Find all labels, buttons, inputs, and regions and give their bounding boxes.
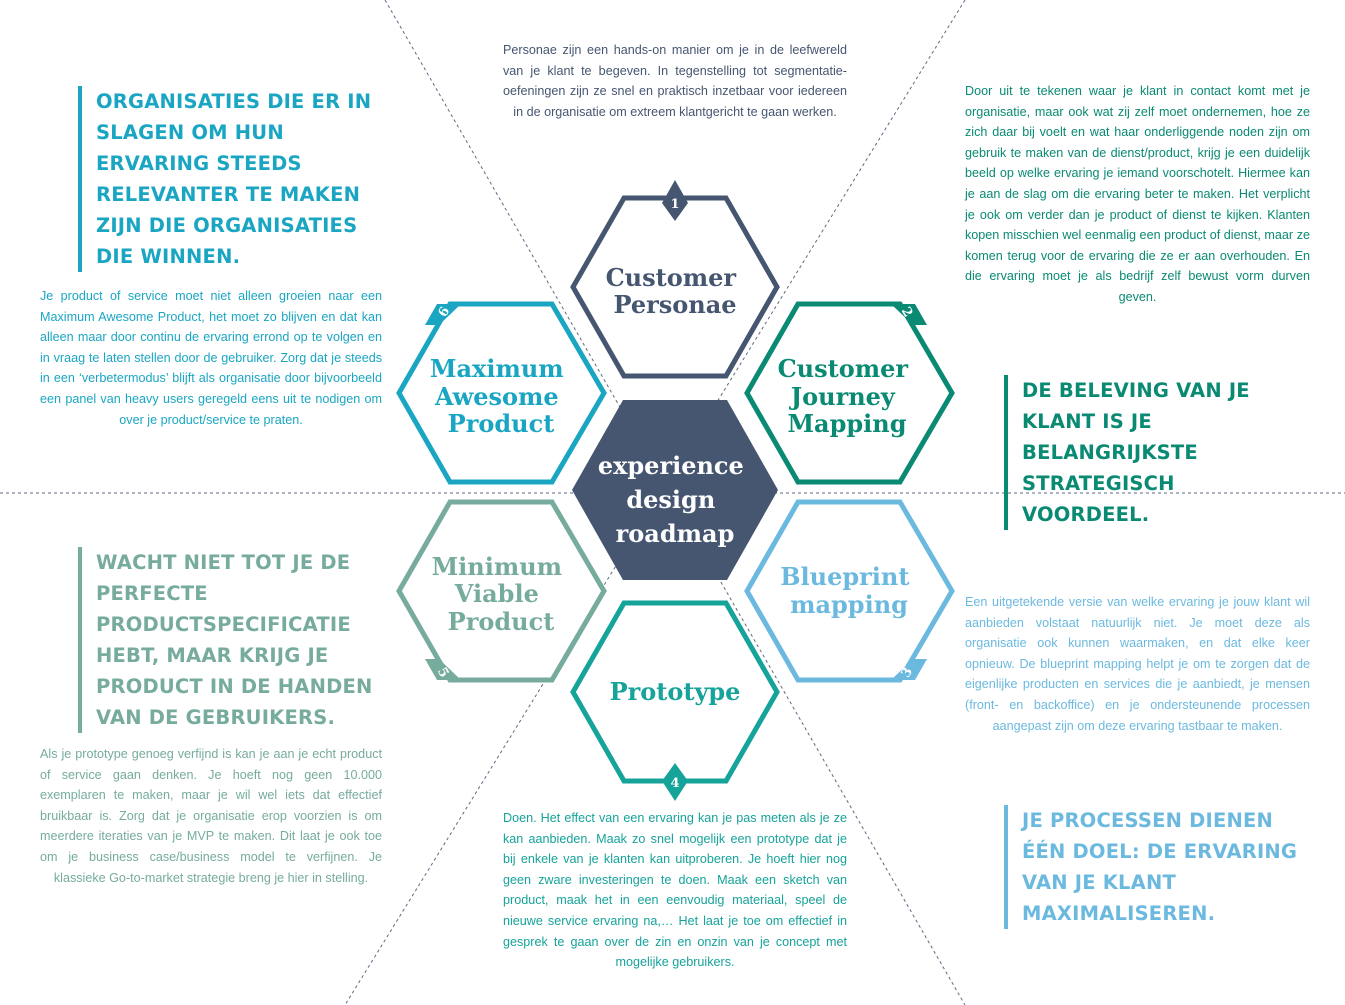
hexagon-2-label: Customer Journey Mapping	[778, 354, 917, 438]
badge-3: 3	[891, 659, 927, 680]
description-personae: Personae zijn een hands-on manier om je …	[503, 43, 847, 119]
quote-right-middle-text: De beleving van je klant is je belangrij…	[1022, 379, 1250, 526]
description-blueprint: Een uitgetekende versie van welke ervari…	[965, 595, 1310, 733]
dashed-line-diagonal-a	[384, 0, 966, 1005]
quote-left-middle: Wacht niet tot je de perfecte productspe…	[78, 547, 398, 733]
badge-1: 1	[662, 180, 688, 221]
quote-bar	[78, 86, 82, 272]
quote-left-middle-text: Wacht niet tot je de perfecte productspe…	[96, 551, 373, 729]
hexagon-1-label: Customer Personae	[606, 263, 745, 319]
badge-2: 2	[891, 304, 927, 325]
hexagon-4-label: Prototype	[610, 677, 741, 706]
hexagon-6-label: Maximum Awesome Product	[430, 354, 572, 438]
quote-bar	[1004, 805, 1008, 929]
badge-4: 4	[662, 763, 688, 801]
hexagon-1-customer-personae	[570, 195, 780, 379]
hexagon-4-prototype	[570, 600, 780, 784]
badge-1-number: 1	[670, 197, 679, 212]
hexagon-5-mvp	[396, 499, 607, 683]
hexagon-5-label: Minimum Viable Product	[432, 552, 571, 636]
description-mvp: Als je prototype genoeg verfijnd is kan …	[40, 747, 382, 885]
hexagon-3-label: Blueprint mapping	[780, 562, 918, 619]
badge-4-number: 4	[670, 776, 679, 791]
hexagon-6-map	[396, 301, 607, 485]
badge-5: 5	[425, 659, 461, 680]
quote-right-middle: De beleving van je klant is je belangrij…	[1004, 375, 1304, 530]
description-journey-mapping: Door uit te tekenen waar je klant in con…	[965, 84, 1310, 304]
quote-bar	[1004, 375, 1008, 530]
quote-bar	[78, 547, 82, 733]
badge-6: 6	[425, 304, 461, 325]
description-prototype: Doen. Het effect van een ervaring kan je…	[503, 811, 847, 970]
quote-bottom-right: Je processen dienen één doel: de ervarin…	[1004, 805, 1314, 929]
quote-bottom-right-text: Je processen dienen één doel: de ervarin…	[1022, 809, 1298, 925]
center-label: experience design roadmap	[598, 451, 752, 548]
quote-top-left-text: Organisaties die er in slagen om hun erv…	[96, 90, 372, 268]
center-hexagon	[572, 400, 778, 580]
quote-top-left: Organisaties die er in slagen om hun erv…	[78, 86, 378, 272]
description-map: Je product of service moet niet alleen g…	[40, 289, 382, 427]
